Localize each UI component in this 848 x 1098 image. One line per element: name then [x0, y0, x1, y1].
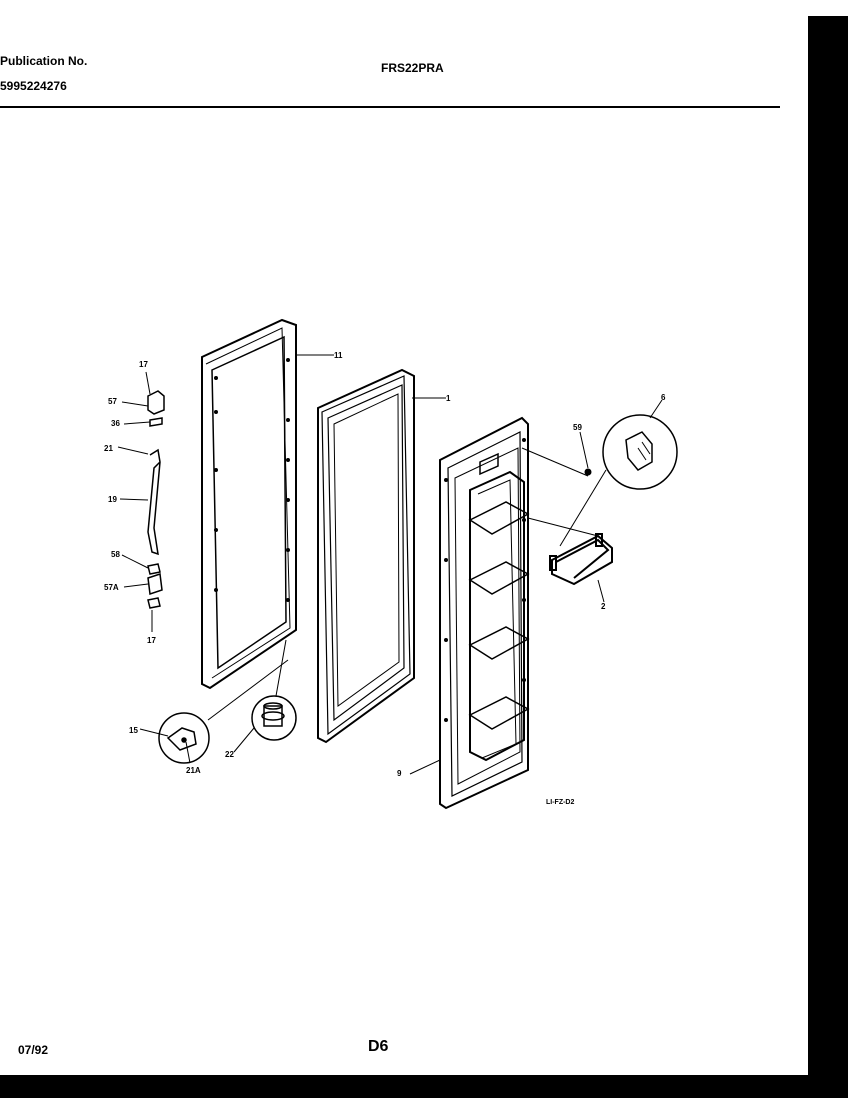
callout-57a: 57A	[104, 583, 119, 592]
callout-57: 57	[108, 397, 117, 406]
hinge-parts-column	[147, 390, 165, 609]
callout-36: 36	[111, 419, 120, 428]
callout-58: 58	[111, 550, 120, 559]
door-liner-frame	[201, 318, 297, 690]
callout-1: 1	[446, 394, 451, 403]
callout-17-top: 17	[139, 360, 148, 369]
callout-21a: 21A	[186, 766, 201, 775]
shelf-clip-detail	[602, 414, 678, 490]
scan-border-bottom	[0, 1075, 848, 1098]
callout-22: 22	[225, 750, 234, 759]
header-rule	[0, 106, 780, 108]
footer-page: D6	[368, 1038, 389, 1055]
door-stop-detail	[158, 712, 210, 764]
callout-2: 2	[601, 602, 606, 611]
callout-17-bottom: 17	[147, 636, 156, 645]
callout-15: 15	[129, 726, 138, 735]
door-gasket	[317, 368, 415, 744]
callout-21: 21	[104, 444, 113, 453]
door-panel	[439, 416, 530, 810]
scan-border-right	[808, 16, 848, 1098]
callout-19: 19	[108, 495, 117, 504]
callout-11: 11	[334, 351, 343, 360]
callout-6: 6	[661, 393, 666, 402]
footer-date: 07/92	[18, 1043, 49, 1057]
publication-number: 5995224276	[0, 79, 67, 93]
diagram-code: LI-FZ-D2	[546, 799, 574, 806]
callout-9: 9	[397, 769, 402, 778]
callout-59: 59	[573, 423, 582, 432]
door-plug-detail	[251, 695, 297, 741]
leader-lines	[117, 354, 663, 775]
shelf-rail	[549, 533, 613, 586]
publication-label: Publication No.	[0, 54, 88, 68]
model-number: FRS22PRA	[381, 61, 444, 75]
